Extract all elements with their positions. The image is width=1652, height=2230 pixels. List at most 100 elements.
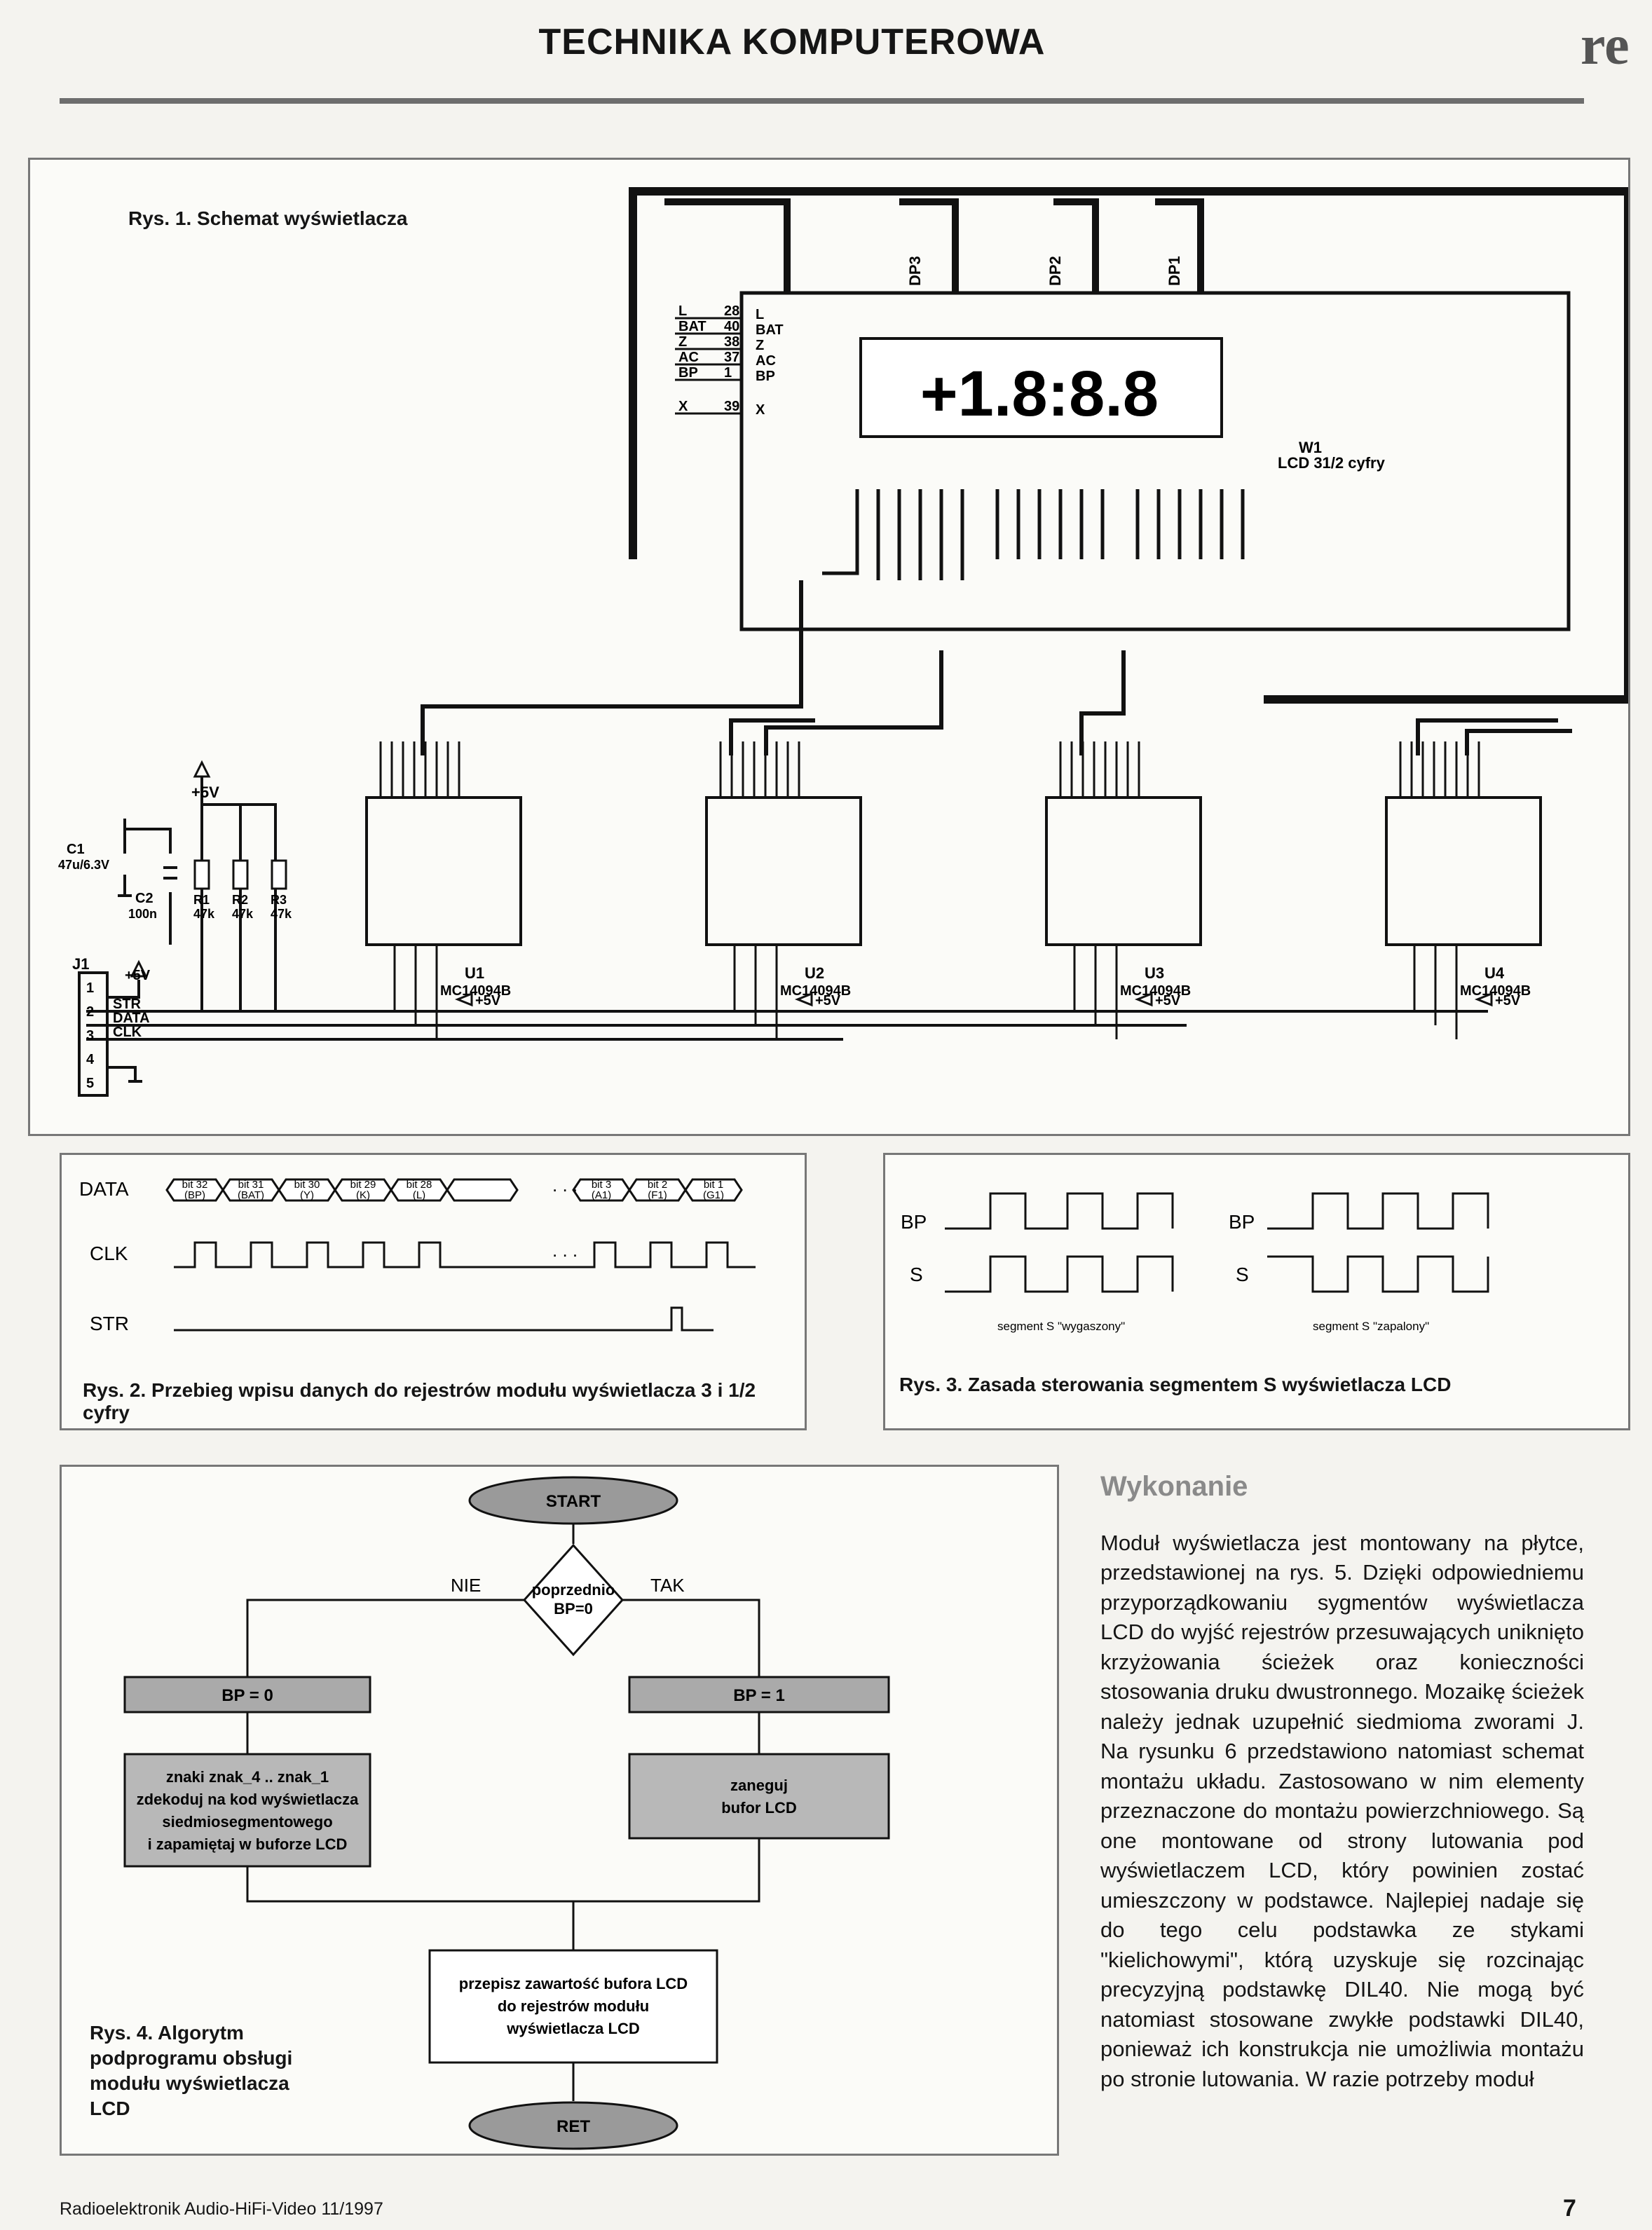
display-ref: W1 <box>1299 439 1322 456</box>
svg-text:. . .: . . . <box>552 1175 578 1196</box>
bit-index: bit 2 <box>648 1179 667 1191</box>
page-number: 7 <box>1563 2195 1576 2222</box>
dp3-label: DP3 <box>906 256 924 286</box>
decision-line2: BP=0 <box>554 1600 593 1617</box>
resistor-body <box>271 859 287 890</box>
bit-name: (G1) <box>703 1189 724 1201</box>
bit-name: (A1) <box>592 1189 611 1201</box>
j1-signal: DATA <box>113 1011 150 1026</box>
header-rule <box>60 98 1584 104</box>
lcd-bus-line <box>629 187 1628 704</box>
chip-part: MC14094B <box>440 983 511 999</box>
lcd-digits: +1.8:8.8 <box>920 358 1159 430</box>
dp2-label: DP2 <box>1046 256 1064 286</box>
flow-text-line: siedmiosegmentowego <box>162 1813 332 1831</box>
pin-name-inside: BP <box>756 369 775 384</box>
timing-diagram: DATA CLK STR bit 32(BP)bit 31(BAT)bit 30… <box>79 1175 756 1334</box>
schematic-diagram: +1.8:8.8 W1 LCD 31/2 cyfry DP3 DP2 DP1 L… <box>58 187 1628 1097</box>
negate-box <box>628 1753 890 1840</box>
footer-publication: Radioelektronik Audio-HiFi-Video 11/1997 <box>60 2199 383 2219</box>
pin-number: 1 <box>724 365 732 381</box>
chip-ref: U3 <box>1145 964 1164 982</box>
bit-index: bit 29 <box>350 1179 376 1191</box>
bit-name: (BAT) <box>238 1189 264 1201</box>
bit-name: (L) <box>413 1189 425 1201</box>
flow-text-line: bufor LCD <box>721 1799 797 1817</box>
segment-off-label: segment S "wygaszony" <box>997 1320 1125 1333</box>
article-body: Moduł wyświetlacza jest montowany na pły… <box>1100 1530 1584 2091</box>
flow-text-line: wyświetlacza LCD <box>506 2020 640 2037</box>
flow-text-line: przepisz zawartość bufora LCD <box>459 1975 688 1992</box>
pin-name: AC <box>678 350 699 365</box>
signal-clk-label: CLK <box>90 1243 128 1264</box>
encode-box <box>123 1753 371 1868</box>
pin-name: L <box>678 303 687 319</box>
signal-data-label: DATA <box>79 1178 129 1200</box>
bit-index: bit 31 <box>238 1179 264 1191</box>
pin-name: BAT <box>678 319 706 334</box>
segment-on-label: segment S "zapalony" <box>1313 1320 1429 1333</box>
figure-3-panel: BP S BP S segment S "wygaszony" segment … <box>883 1153 1630 1430</box>
decision-line1: poprzednio <box>532 1581 615 1599</box>
decision-diamond <box>522 1543 624 1657</box>
bp0-box <box>123 1676 371 1713</box>
j1-signal: STR <box>113 997 142 1012</box>
resistor-ref: R2 <box>232 893 248 907</box>
resistor-body <box>193 859 210 890</box>
pin-name: X <box>678 399 688 414</box>
j1-pin-number: 4 <box>86 1052 95 1067</box>
figure-2-caption: Rys. 2. Przebieg wpisu danych do rejestr… <box>83 1379 756 1423</box>
start-terminator <box>468 1476 678 1525</box>
resistor-ref: R1 <box>193 893 210 907</box>
bit-index: bit 32 <box>182 1179 208 1191</box>
dp1-label: DP1 <box>1166 256 1183 286</box>
figure-2-panel: DATA CLK STR bit 32(BP)bit 31(BAT)bit 30… <box>60 1153 807 1430</box>
c1-ref: C1 <box>67 842 85 857</box>
s-label-left: S <box>910 1264 923 1285</box>
pin-number: 28 <box>724 303 739 319</box>
clk-waveform <box>174 1241 756 1268</box>
str-waveform <box>174 1306 714 1332</box>
magazine-logo: re <box>1581 15 1630 76</box>
bit-index: bit 30 <box>294 1179 320 1191</box>
pin-number: 37 <box>724 350 739 365</box>
c1-value: 47u/6.3V <box>58 858 109 872</box>
pin-name: BP <box>678 365 698 381</box>
pin-name: Z <box>678 334 687 350</box>
pin-name-inside: BAT <box>756 322 784 338</box>
section-title: TECHNIKA KOMPUTEROWA <box>538 22 1046 62</box>
bit-cell <box>684 1178 743 1202</box>
j1-connector <box>78 971 109 1097</box>
j1-pin-number: 2 <box>86 1004 94 1020</box>
figure-4-panel: START poprzednio BP=0 NIE TAK BP = 0 BP … <box>60 1465 1059 2156</box>
flowchart: START poprzednio BP=0 NIE TAK BP = 0 BP … <box>123 1476 890 2150</box>
figure-4-caption: Rys. 4. Algorytm podprogramu obsługi mod… <box>90 2022 293 2119</box>
yes-label: TAK <box>650 1575 685 1596</box>
figure-1-panel: Rys. 1. Schemat wyświetlacza +1.8:8.8 W1… <box>28 158 1630 1136</box>
bp0-label: BP = 0 <box>221 1686 273 1705</box>
display-type: LCD 31/2 cyfry <box>1278 454 1386 472</box>
bit-name: (Y) <box>300 1189 314 1201</box>
flow-text-line: znaki znak_4 .. znak_1 <box>166 1768 329 1786</box>
resistor-value: 47k <box>193 907 215 921</box>
flow-text-line: i zapamiętaj w buforze LCD <box>148 1835 348 1853</box>
bit-index: bit 1 <box>704 1179 723 1191</box>
resistor-value: 47k <box>271 907 292 921</box>
j1-pin-number: 3 <box>86 1028 94 1044</box>
bit-name: (BP) <box>184 1189 205 1201</box>
c2-value: 100n <box>128 907 157 921</box>
j1-pin-number: 1 <box>86 980 94 996</box>
no-label: NIE <box>451 1575 481 1596</box>
figure-1-caption: Rys. 1. Schemat wyświetlacza <box>128 207 408 229</box>
article-column: Wykonanie Moduł wyświetlacza jest montow… <box>1100 1472 1584 2094</box>
chip-ref: U4 <box>1484 964 1505 982</box>
bp-label-left: BP <box>901 1211 927 1233</box>
